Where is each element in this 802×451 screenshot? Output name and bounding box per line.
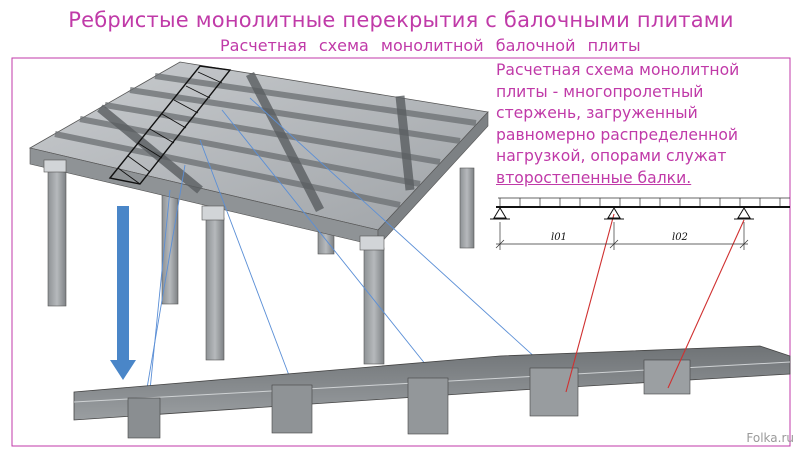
span-label-2: l02 — [672, 232, 688, 243]
description-line-2: плиты - многопролетный — [496, 82, 704, 101]
watermark: Folka.ru — [746, 431, 794, 445]
projection-lines — [144, 97, 561, 411]
beam-calculation-scheme — [490, 197, 790, 250]
ribbed-slab — [28, 61, 489, 251]
scheme-description: Расчетная схема монолитной плиты - много… — [496, 60, 796, 189]
scheme-subtitle: Расчетная схема монолитной балочной плит… — [220, 36, 641, 55]
description-line-4: равномерно распределенной — [496, 125, 739, 144]
description-line-1: Расчетная схема монолитной — [496, 61, 740, 79]
frame-border — [11, 57, 791, 447]
description-line-6: второстепенные балки. — [496, 168, 692, 187]
down-arrow-icon — [110, 206, 136, 380]
page-title: Ребристые монолитные перекрытия с балочн… — [68, 8, 734, 32]
description-line-5: нагрузкой, опорами служат — [496, 147, 727, 165]
slab-cross-section — [73, 345, 791, 439]
description-line-3: стержень, загруженный — [496, 104, 698, 122]
span-label-1: l01 — [551, 232, 567, 243]
